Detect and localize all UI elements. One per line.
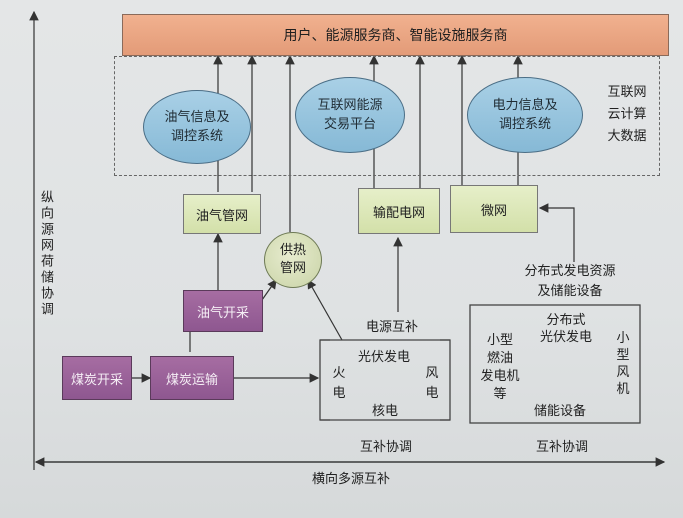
storage-label: 储能设备 <box>534 404 587 419</box>
wind-power-label: 风 电 <box>425 366 439 401</box>
left-coordination-caption: 互补协调 <box>360 440 413 455</box>
cloud-computing-label: 云计算 <box>607 107 647 122</box>
heat-grid-label: 供热 管网 <box>279 243 306 276</box>
big-data-label: 大数据 <box>607 129 647 144</box>
transmission-grid-box: 输配电网 <box>358 188 440 234</box>
heat-grid-circle: 供热 管网 <box>264 232 322 288</box>
distributed-resources-label: 分布式发电资源 及储能设备 <box>524 264 616 299</box>
distributed-pv-label: 分布式 光伏发电 <box>539 313 592 345</box>
small-wind-label: 小 型 风 机 <box>616 331 630 397</box>
top-stakeholders-bar: 用户、能源服务商、智能设施服务商 <box>122 14 669 56</box>
horizontal-complement-label: 横向多源互补 <box>312 472 391 487</box>
solar-power-label: 光伏发电 <box>358 350 411 365</box>
oil-gas-info-label: 油气信息及 调控系统 <box>164 110 230 144</box>
power-info-ellipse: 电力信息及 调控系统 <box>467 77 583 153</box>
distributed-group-box <box>469 304 641 424</box>
nuclear-power-label: 核电 <box>372 404 399 419</box>
micro-grid-box: 微网 <box>450 185 538 233</box>
thermal-power-label: 火 电 <box>332 366 346 401</box>
energy-trading-ellipse: 互联网能源 交易平台 <box>295 77 405 153</box>
vertical-coordination-label: 纵向源网荷储协调 <box>36 190 55 318</box>
internet-label: 互联网 <box>607 85 647 100</box>
small-oil-generator-label: 小型 燃油 发电机 等 <box>480 333 520 402</box>
power-complement-label: 电源互补 <box>366 320 419 335</box>
energy-trading-label: 互联网能源 交易平台 <box>317 98 383 132</box>
power-info-label: 电力信息及 调控系统 <box>492 98 558 132</box>
oil-gas-info-ellipse: 油气信息及 调控系统 <box>143 90 251 164</box>
oil-gas-extraction-box: 油气开采 <box>183 290 263 332</box>
oil-gas-grid-box: 油气管网 <box>183 194 261 234</box>
right-coordination-caption: 互补协调 <box>536 440 589 455</box>
cloud-side-labels: 互联网 云计算 大数据 <box>604 82 650 148</box>
cloud-dashed-region <box>114 56 660 176</box>
coal-mining-box: 煤炭开采 <box>62 356 132 400</box>
coal-transport-box: 煤炭运输 <box>150 356 234 400</box>
